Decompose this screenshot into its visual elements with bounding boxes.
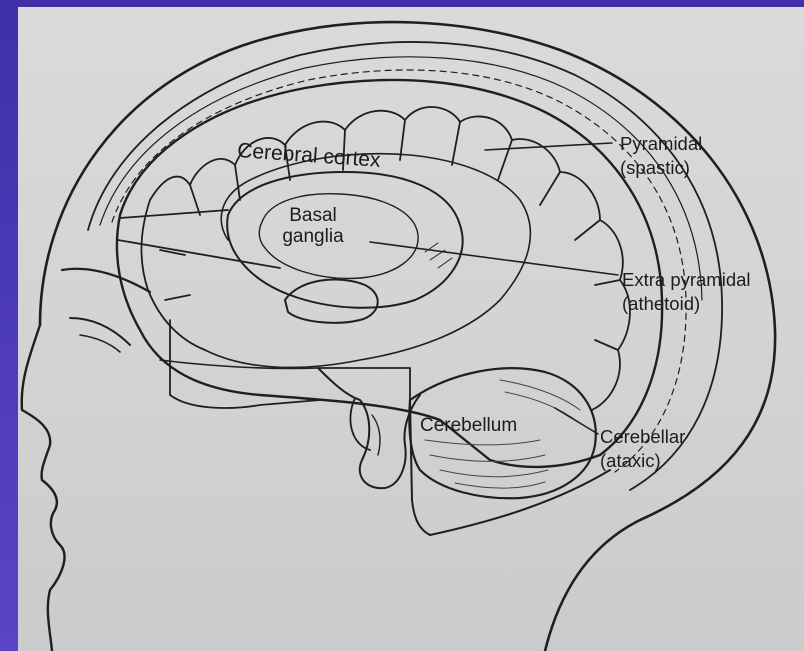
cerebellum-label: Cerebellum bbox=[420, 416, 517, 435]
thalamus bbox=[285, 280, 378, 323]
eyebrow bbox=[62, 269, 150, 292]
pyramidal-leader bbox=[485, 143, 612, 150]
brainstem-box bbox=[318, 368, 410, 400]
cerebellar-name: Cerebellar bbox=[600, 425, 685, 449]
extra-pyramidal-type-label: Extra pyramidal (athetoid) bbox=[622, 268, 751, 315]
brainstem-inner bbox=[372, 415, 380, 455]
cortex-gyri bbox=[141, 107, 630, 410]
pyramidal-name: Pyramidal bbox=[620, 132, 702, 156]
cerebellar-sub: (ataxic) bbox=[600, 449, 685, 473]
extra-pyramidal-sub: (athetoid) bbox=[622, 292, 751, 316]
pyramidal-sub: (spastic) bbox=[620, 156, 702, 180]
frontal-line-upper bbox=[120, 210, 228, 218]
extra-pyramidal-leader bbox=[370, 242, 618, 275]
face-profile bbox=[22, 325, 65, 651]
brain-outer-surface bbox=[117, 80, 662, 467]
skull-inner-outline bbox=[88, 42, 722, 490]
basal-ganglia-label: Basal ganglia bbox=[268, 206, 358, 248]
cerebellar-type-label: Cerebellar (ataxic) bbox=[600, 425, 685, 472]
cortex-inner-boundary bbox=[205, 154, 530, 368]
sella bbox=[350, 398, 370, 450]
extra-pyramidal-name: Extra pyramidal bbox=[622, 268, 751, 292]
brainstem bbox=[318, 368, 420, 488]
pyramidal-type-label: Pyramidal (spastic) bbox=[620, 132, 702, 179]
basal-ganglia-label-line2: ganglia bbox=[268, 227, 358, 248]
occipital-base bbox=[430, 470, 610, 535]
eye-lower bbox=[80, 335, 120, 352]
basal-ganglia-label-line1: Basal bbox=[268, 206, 358, 227]
internal-capsule-hatch bbox=[425, 243, 452, 268]
skull-layer-b bbox=[112, 70, 686, 472]
